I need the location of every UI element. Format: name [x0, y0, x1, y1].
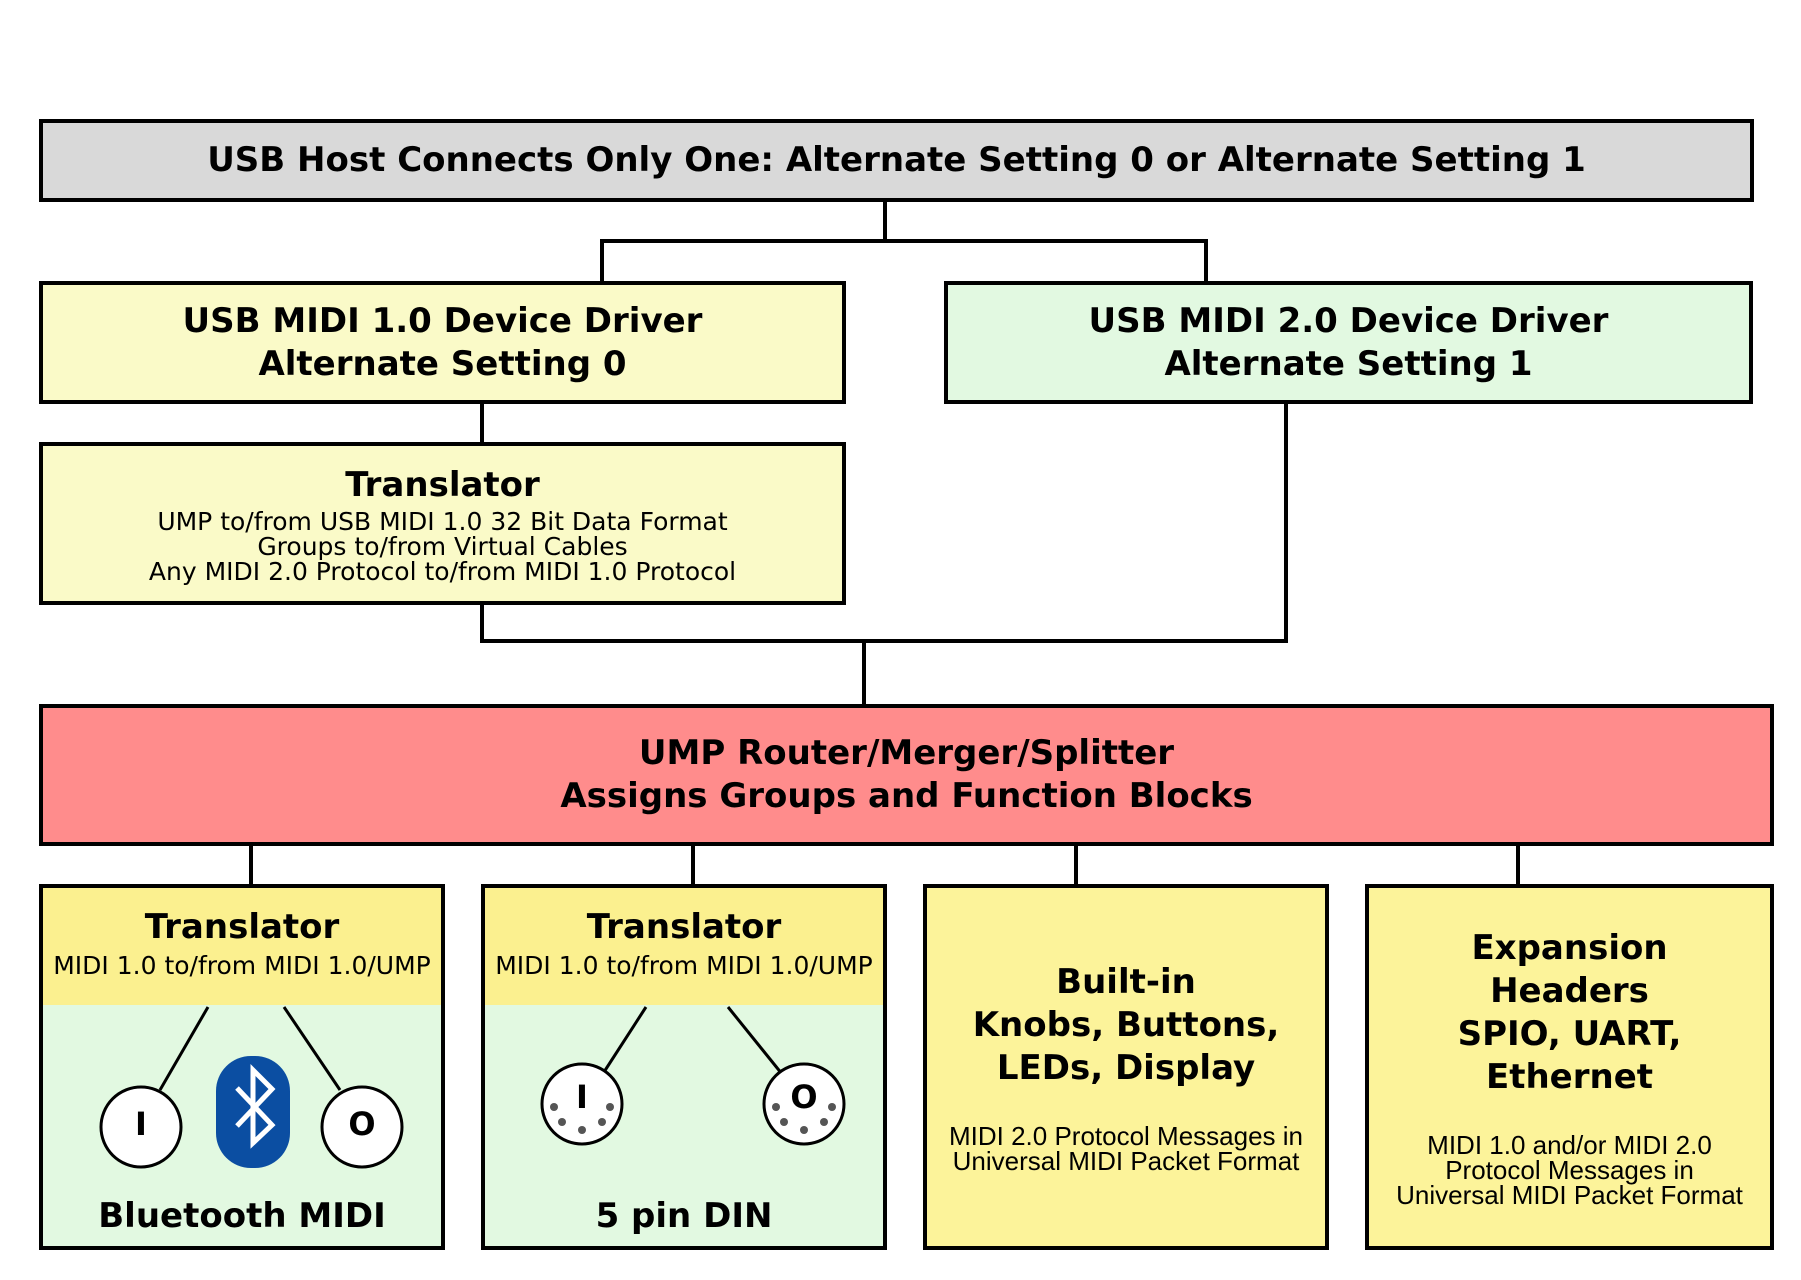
router-title: UMP Router/Merger/Splitter: [638, 733, 1175, 773]
din-caption: 5 pin DIN: [595, 1196, 773, 1236]
expansion-title-2: Headers: [1490, 970, 1649, 1011]
bluetooth-in-wire: [158, 1006, 210, 1091]
din-in-wire: [602, 1006, 648, 1073]
expansion-headers-box: Expansion Headers SPIO, UART, Ethernet M…: [1365, 884, 1774, 1250]
bluetooth-out-wire: [282, 1006, 342, 1091]
bluetooth-out-port: [320, 1085, 404, 1169]
din-out-wire: [726, 1006, 784, 1075]
translator-usb-line-3: Any MIDI 2.0 Protocol to/from MIDI 1.0 P…: [148, 556, 737, 586]
translator-usb-box: Translator UMP to/from USB MIDI 1.0 32 B…: [39, 442, 846, 605]
builtin-title-3: LEDs, Display: [996, 1047, 1256, 1088]
bluetooth-caption: Bluetooth MIDI: [98, 1196, 386, 1236]
builtin-desc-2: Universal MIDI Packet Format: [952, 1145, 1300, 1176]
din-translator-title: Translator: [586, 907, 782, 947]
builtin-controls-box: Built-in Knobs, Buttons, LEDs, Display M…: [923, 884, 1329, 1250]
bluetooth-translator-title: Translator: [144, 907, 340, 947]
midi2-driver-name: USB MIDI 2.0 Device Driver: [1088, 300, 1609, 341]
router-subtitle: Assigns Groups and Function Blocks: [560, 776, 1253, 816]
bluetooth-translator-desc: MIDI 1.0 to/from MIDI 1.0/UMP: [53, 951, 431, 980]
din-out-label: O: [790, 1078, 818, 1116]
midi1-driver-setting: Alternate Setting 0: [258, 343, 627, 384]
expansion-title-3: SPIO, UART, Ethernet: [1457, 1013, 1682, 1097]
expansion-desc-2: Protocol Messages in: [1445, 1154, 1694, 1185]
din-in-connector: [540, 1062, 624, 1146]
midi2-driver-box: USB MIDI 2.0 Device Driver Alternate Set…: [944, 281, 1753, 404]
midi1-driver-box: USB MIDI 1.0 Device Driver Alternate Set…: [39, 281, 846, 404]
translator-usb-line-2: Groups to/from Virtual Cables: [257, 531, 628, 561]
ump-router-box: UMP Router/Merger/Splitter Assigns Group…: [39, 704, 1774, 846]
builtin-title-1: Built-in: [1056, 961, 1196, 1002]
bluetooth-out-label: O: [348, 1105, 376, 1143]
translator-usb-title: Translator: [345, 464, 540, 505]
bluetooth-in-label: I: [135, 1105, 147, 1143]
usb-host-label: USB Host Connects Only One: Alternate Se…: [207, 140, 1586, 180]
din-in-label: I: [576, 1078, 588, 1116]
expansion-title-1: Expansion: [1471, 927, 1668, 968]
expansion-desc-1: MIDI 1.0 and/or MIDI 2.0: [1427, 1129, 1712, 1160]
translator-usb-line-1: UMP to/from USB MIDI 1.0 32 Bit Data For…: [157, 506, 728, 536]
midi2-driver-setting: Alternate Setting 1: [1164, 343, 1533, 384]
expansion-desc-3: Universal MIDI Packet Format: [1396, 1179, 1743, 1210]
din-out-connector: [762, 1062, 846, 1146]
builtin-title-2: Knobs, Buttons,: [972, 1004, 1280, 1045]
usb-host-box: USB Host Connects Only One: Alternate Se…: [39, 119, 1754, 202]
din-translator-desc: MIDI 1.0 to/from MIDI 1.0/UMP: [495, 951, 873, 980]
bluetooth-icon: [216, 1056, 290, 1168]
bluetooth-in-port: [99, 1085, 183, 1169]
midi1-driver-name: USB MIDI 1.0 Device Driver: [182, 300, 703, 341]
builtin-desc-1: MIDI 2.0 Protocol Messages in: [948, 1120, 1304, 1151]
